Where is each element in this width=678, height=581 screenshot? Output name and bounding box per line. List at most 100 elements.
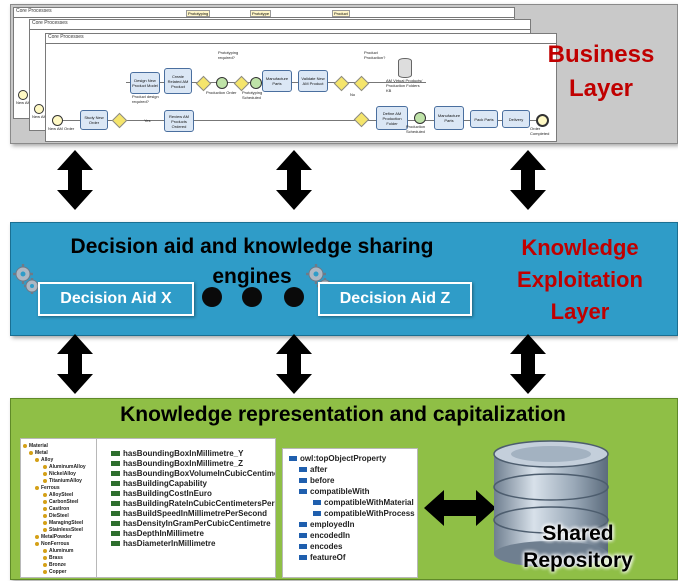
representation-layer-title: Knowledge representation and capitalizat… [120,403,566,426]
gateway [111,112,128,129]
object-property-item[interactable]: before [299,475,334,486]
task-pack-parts: Pack Parts [470,110,498,128]
kb-label: AM Virtual Products/ Production Folders … [386,78,423,93]
property-icon [299,489,307,495]
tree-node[interactable]: Material [23,443,48,450]
property-icon [111,451,120,457]
ellipsis-dot [284,287,304,307]
tree-node-label: Aluminum [49,548,74,554]
data-property-item[interactable]: hasBuildSpeedInMillimetrePerSecond [111,509,267,519]
property-icon [111,541,120,547]
object-property-item[interactable]: employedIn [299,519,354,530]
object-property-label: encodes [310,542,343,551]
tree-node[interactable]: Aluminum [43,548,73,555]
object-property-label: compatibleWithMaterial [324,498,414,507]
object-property-label: compatibleWith [310,487,370,496]
tree-node[interactable]: Copper [43,569,67,576]
object-property-item[interactable]: after [299,464,327,475]
data-property-item[interactable]: hasBuildingRateInCubicCentimetersPerHour [111,499,275,509]
data-property-item[interactable]: hasBoundingBoxVolumeInCubicCentimetres [111,469,275,479]
tree-node-label: Alloy [41,457,54,463]
exploitation-label-line: Knowledge [521,235,639,260]
task-delivery: Delivery [502,110,530,128]
data-property-item[interactable]: hasBoundingBoxInMillimetre_Z [111,459,243,469]
object-property-item[interactable]: compatibleWithProcess [313,508,415,519]
tree-node[interactable]: AlloySteel [43,492,73,499]
tree-node-label: Metal [35,450,48,456]
start-event [52,115,63,126]
tree-node[interactable]: MetalPowder [35,534,72,541]
tree-node[interactable]: StainlessSteel [43,527,83,534]
tree-node[interactable]: Metal [29,450,48,457]
decision-aid-z-box[interactable]: Decision Aid Z [318,282,472,316]
tree-node[interactable]: Brass [43,555,63,562]
tree-node[interactable]: Ferrous [35,485,60,492]
data-property-item[interactable]: hasBoundingBoxInMillimetre_Y [111,449,243,459]
property-icon [111,531,120,537]
tree-node[interactable]: CastIron [43,506,69,513]
tree-node-label: Material [29,443,48,449]
property-icon [299,467,307,473]
data-property-item[interactable]: hasDiameterInMillimetre [111,539,215,549]
bidirectional-arrow-icon [510,150,546,210]
object-property-item[interactable]: compatibleWith [299,486,369,497]
data-property-label: hasBoundingBoxInMillimetre_Y [123,449,244,458]
object-property-label: compatibleWithProcess [324,509,415,518]
tree-node[interactable]: Alloy [35,457,53,464]
tree-node[interactable]: TitaniumAlloy [43,478,82,485]
exploitation-label-line: Exploitation [517,267,643,292]
property-icon [313,500,321,506]
data-property-label: hasBuildingCapability [123,479,208,488]
event-label: Production Order [206,90,237,95]
data-property-item[interactable]: hasBuildingCostInEuro [111,489,212,499]
object-property-item[interactable]: encodes [299,541,342,552]
tree-node[interactable]: CarbonSteel [43,499,78,506]
object-property-item[interactable]: featureOf [299,552,346,563]
task-study-new-order: Study New Order [80,110,108,130]
tree-node[interactable]: AluminumAlloy [43,464,86,471]
tree-node[interactable]: MaragingSteel [43,520,83,527]
gear-icon [13,264,40,294]
gateway [353,111,370,128]
repository-label-line: Repository [523,549,633,572]
data-property-label: hasBoundingBoxVolumeInCubicCentimetres [123,469,275,478]
database-icon [493,440,609,567]
bidirectional-arrow-icon [510,334,546,394]
object-property-item[interactable]: encodedIn [299,530,350,541]
property-icon [313,511,321,517]
business-layer-title-line: Business [547,41,655,68]
object-property-label: employedIn [310,520,355,529]
property-icon [289,456,297,462]
data-property-panel: hasBoundingBoxInMillimetre_Y hasBounding… [96,438,276,578]
tree-node[interactable]: NickelAlloy [43,471,76,478]
decision-aid-x-box[interactable]: Decision Aid X [38,282,194,316]
property-icon [111,481,120,487]
tree-node[interactable]: DieSteel [43,513,69,520]
horizontal-bidirectional-arrow-icon [424,490,496,526]
object-property-item[interactable]: compatibleWithMaterial [313,497,414,508]
tree-node-label: NickelAlloy [49,471,76,477]
property-icon [299,522,307,528]
object-property-item[interactable]: owl:topObjectProperty [289,453,386,464]
start-event [18,90,28,100]
gateway-label: Product design required? [132,94,159,104]
tree-node[interactable]: Bronze [43,562,66,569]
object-property-label: owl:topObjectProperty [300,454,387,463]
gateway [333,75,350,92]
start-event [34,104,44,114]
data-property-item[interactable]: hasBuildingCapability [111,479,207,489]
business-layer-title: Business Layer [526,38,676,106]
tree-node[interactable]: NonFerrous [35,541,69,548]
data-property-item[interactable]: hasDepthInMillimetre [111,529,204,539]
shared-repository-label: Shared Repository [488,520,668,574]
gateway [353,75,370,92]
task-manufacture-parts-2: Manufacture Parts [434,106,464,130]
tree-node-label: Copper [49,569,67,575]
data-property-item[interactable]: hasDensityInGramPerCubicCentimetre [111,519,271,529]
property-icon [111,471,120,477]
gateway-label: Product Production? [364,50,386,60]
property-icon [299,544,307,550]
business-layer-panel: Core Processes Prototyping Prototype Pro… [10,4,678,144]
data-property-label: hasBuildingRateInCubicCentimetersPerHour [123,499,275,508]
property-icon [111,491,120,497]
